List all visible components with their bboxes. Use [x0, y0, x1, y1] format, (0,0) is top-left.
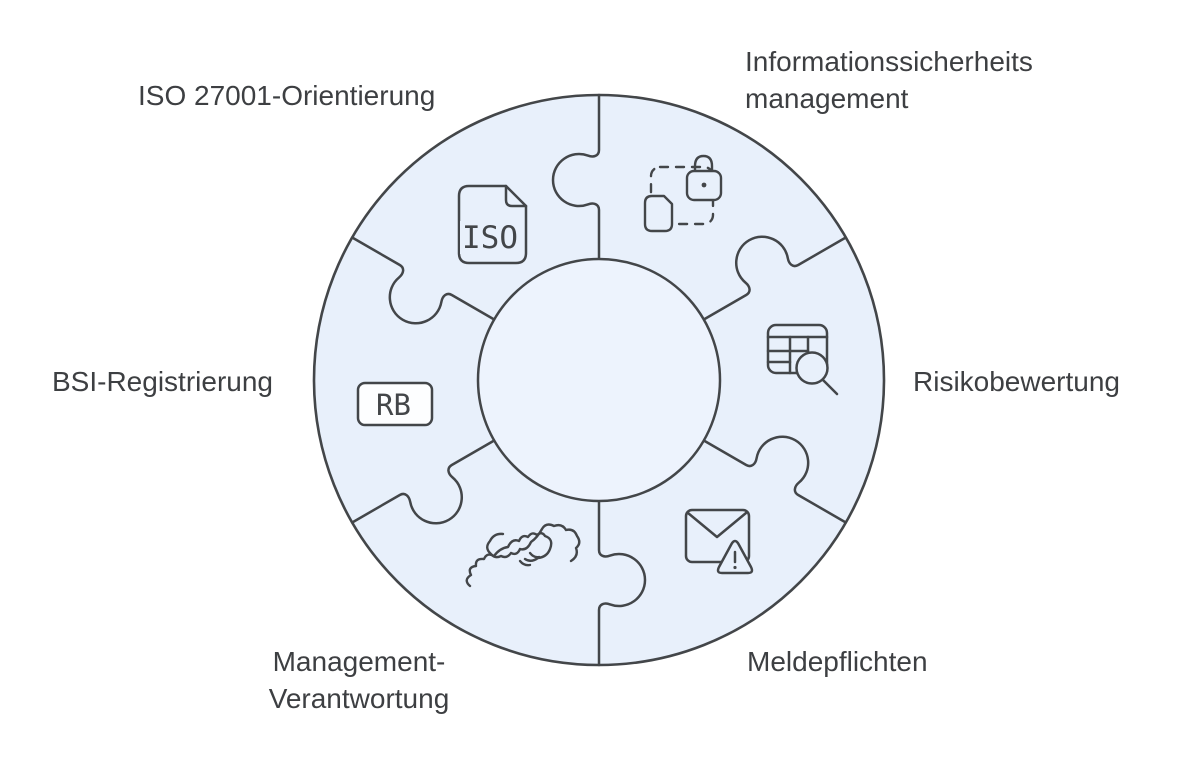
- puzzle-divider: [597, 499, 647, 667]
- puzzle-divider: [350, 439, 496, 525]
- center-circle: [476, 257, 722, 503]
- puzzle-divider: [551, 93, 601, 261]
- label-risikobewertung: Risikobewertung: [913, 366, 1120, 397]
- clasped-hands-icon: [465, 523, 581, 588]
- puzzle-divider: [350, 236, 496, 325]
- label-meldepflichten: Meldepflichten: [747, 646, 928, 677]
- iso-icon-text: ISO: [462, 220, 518, 256]
- rb-badge-icon: RB: [356, 381, 434, 427]
- label-management-verantwortung: Management- Verantwortung: [268, 646, 450, 714]
- puzzle-divider: [702, 235, 848, 321]
- iso-document-icon: ISO: [457, 184, 528, 265]
- label-iso-27001-orientierung: ISO 27001-Orientierung: [138, 80, 436, 111]
- label-informationssicherheitsmanagement: Informationssicherheits management: [745, 46, 1033, 114]
- puzzle-divider: [702, 435, 848, 524]
- mail-alert-icon: [684, 508, 754, 575]
- table-magnifier-icon: [766, 323, 839, 396]
- document-lock-icon: [643, 154, 723, 233]
- label-bsi-registrierung: BSI-Registrierung: [52, 366, 273, 397]
- puzzle-ring: [312, 93, 886, 667]
- rb-icon-text: RB: [376, 388, 411, 422]
